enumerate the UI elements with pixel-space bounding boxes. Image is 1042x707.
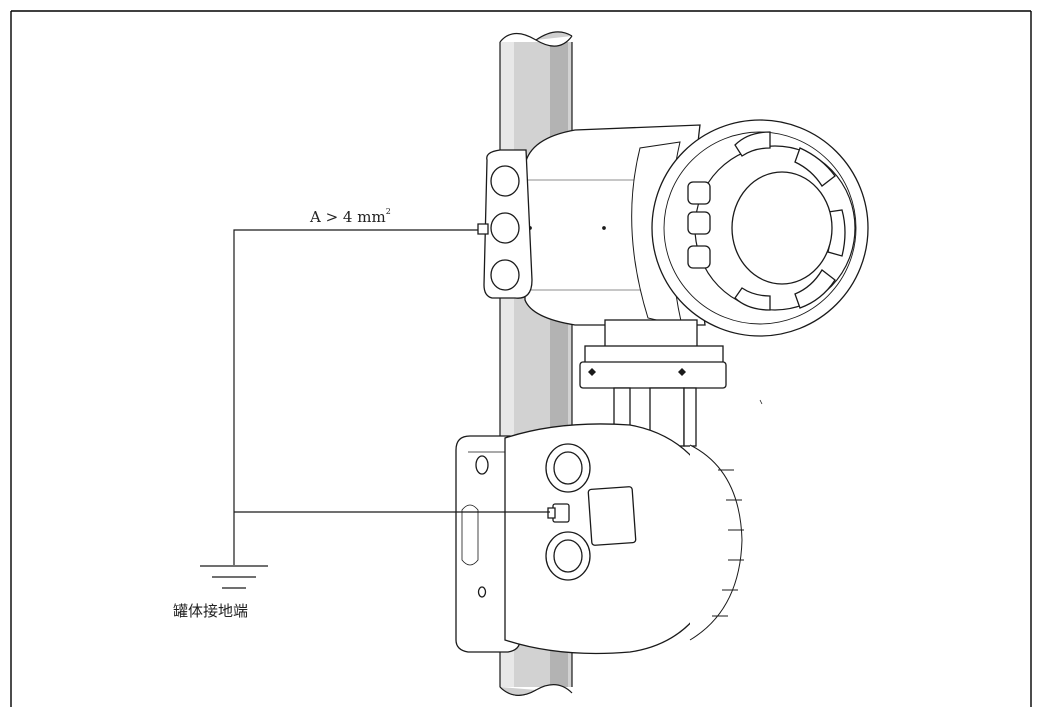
wire-area-text: A > 4 mm (310, 208, 386, 226)
wire-cross-section-label: A > 4 mm2 (310, 207, 391, 226)
ground-symbol-icon (200, 565, 268, 589)
wire-area-superscript: 2 (385, 207, 391, 216)
outer-frame (10, 10, 1032, 707)
upper-pipe-bracket (477, 149, 533, 299)
neck-connector (579, 319, 763, 447)
sensor-housing (455, 423, 744, 655)
wire-to-transmitter (233, 229, 478, 565)
transmitter-housing (524, 119, 869, 337)
ground-wires (233, 229, 550, 565)
ground-terminal-label: 罐体接地端 (173, 602, 249, 620)
